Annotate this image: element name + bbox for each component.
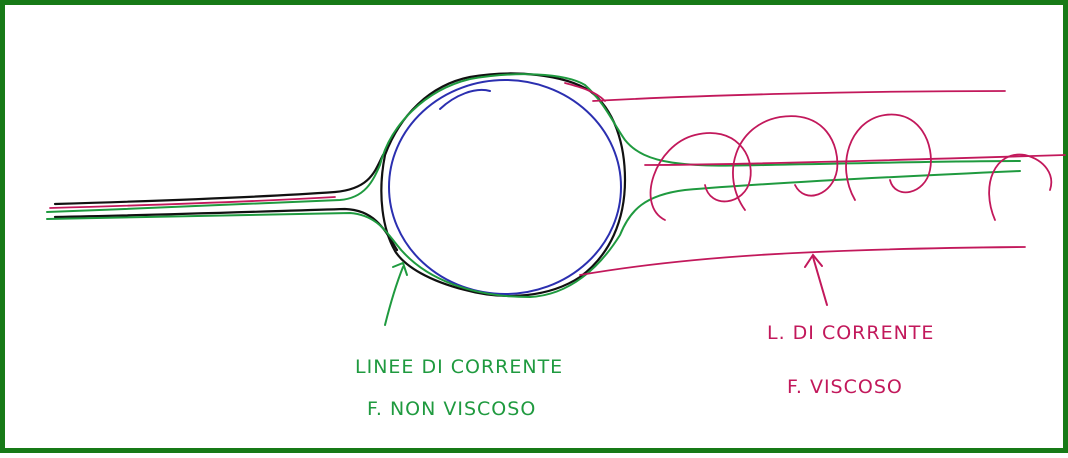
- green-upper-line: [47, 74, 1020, 212]
- annotation-arrows: [385, 255, 827, 325]
- vortex-1: [651, 133, 751, 220]
- magenta-viscous-streamlines: [50, 83, 1065, 275]
- viscous-label-line1: L. DI CORRENTE: [767, 322, 934, 344]
- green-arrow: [385, 267, 403, 325]
- cylinder-inner: [389, 80, 621, 294]
- blue-hook-stroke: [440, 90, 490, 109]
- green-lower-line: [47, 171, 1020, 297]
- vortex-3: [846, 115, 931, 200]
- magenta-upper-boundary: [593, 91, 1005, 101]
- black-incoming-streamlines: [55, 73, 625, 296]
- vortex-4: [989, 155, 1051, 220]
- cylinder-blue-circle: [389, 80, 621, 294]
- inviscid-label-line1: LINEE DI CORRENTE: [355, 356, 563, 378]
- green-inviscid-streamlines: [47, 74, 1020, 297]
- viscous-label-line2: F. VISCOSO: [787, 376, 903, 398]
- inviscid-label-line2: F. NON VISCOSO: [367, 398, 536, 420]
- flow-sketch: LINEE DI CORRENTE F. NON VISCOSO L. DI C…: [5, 5, 1068, 458]
- magenta-lower-boundary: [580, 247, 1025, 275]
